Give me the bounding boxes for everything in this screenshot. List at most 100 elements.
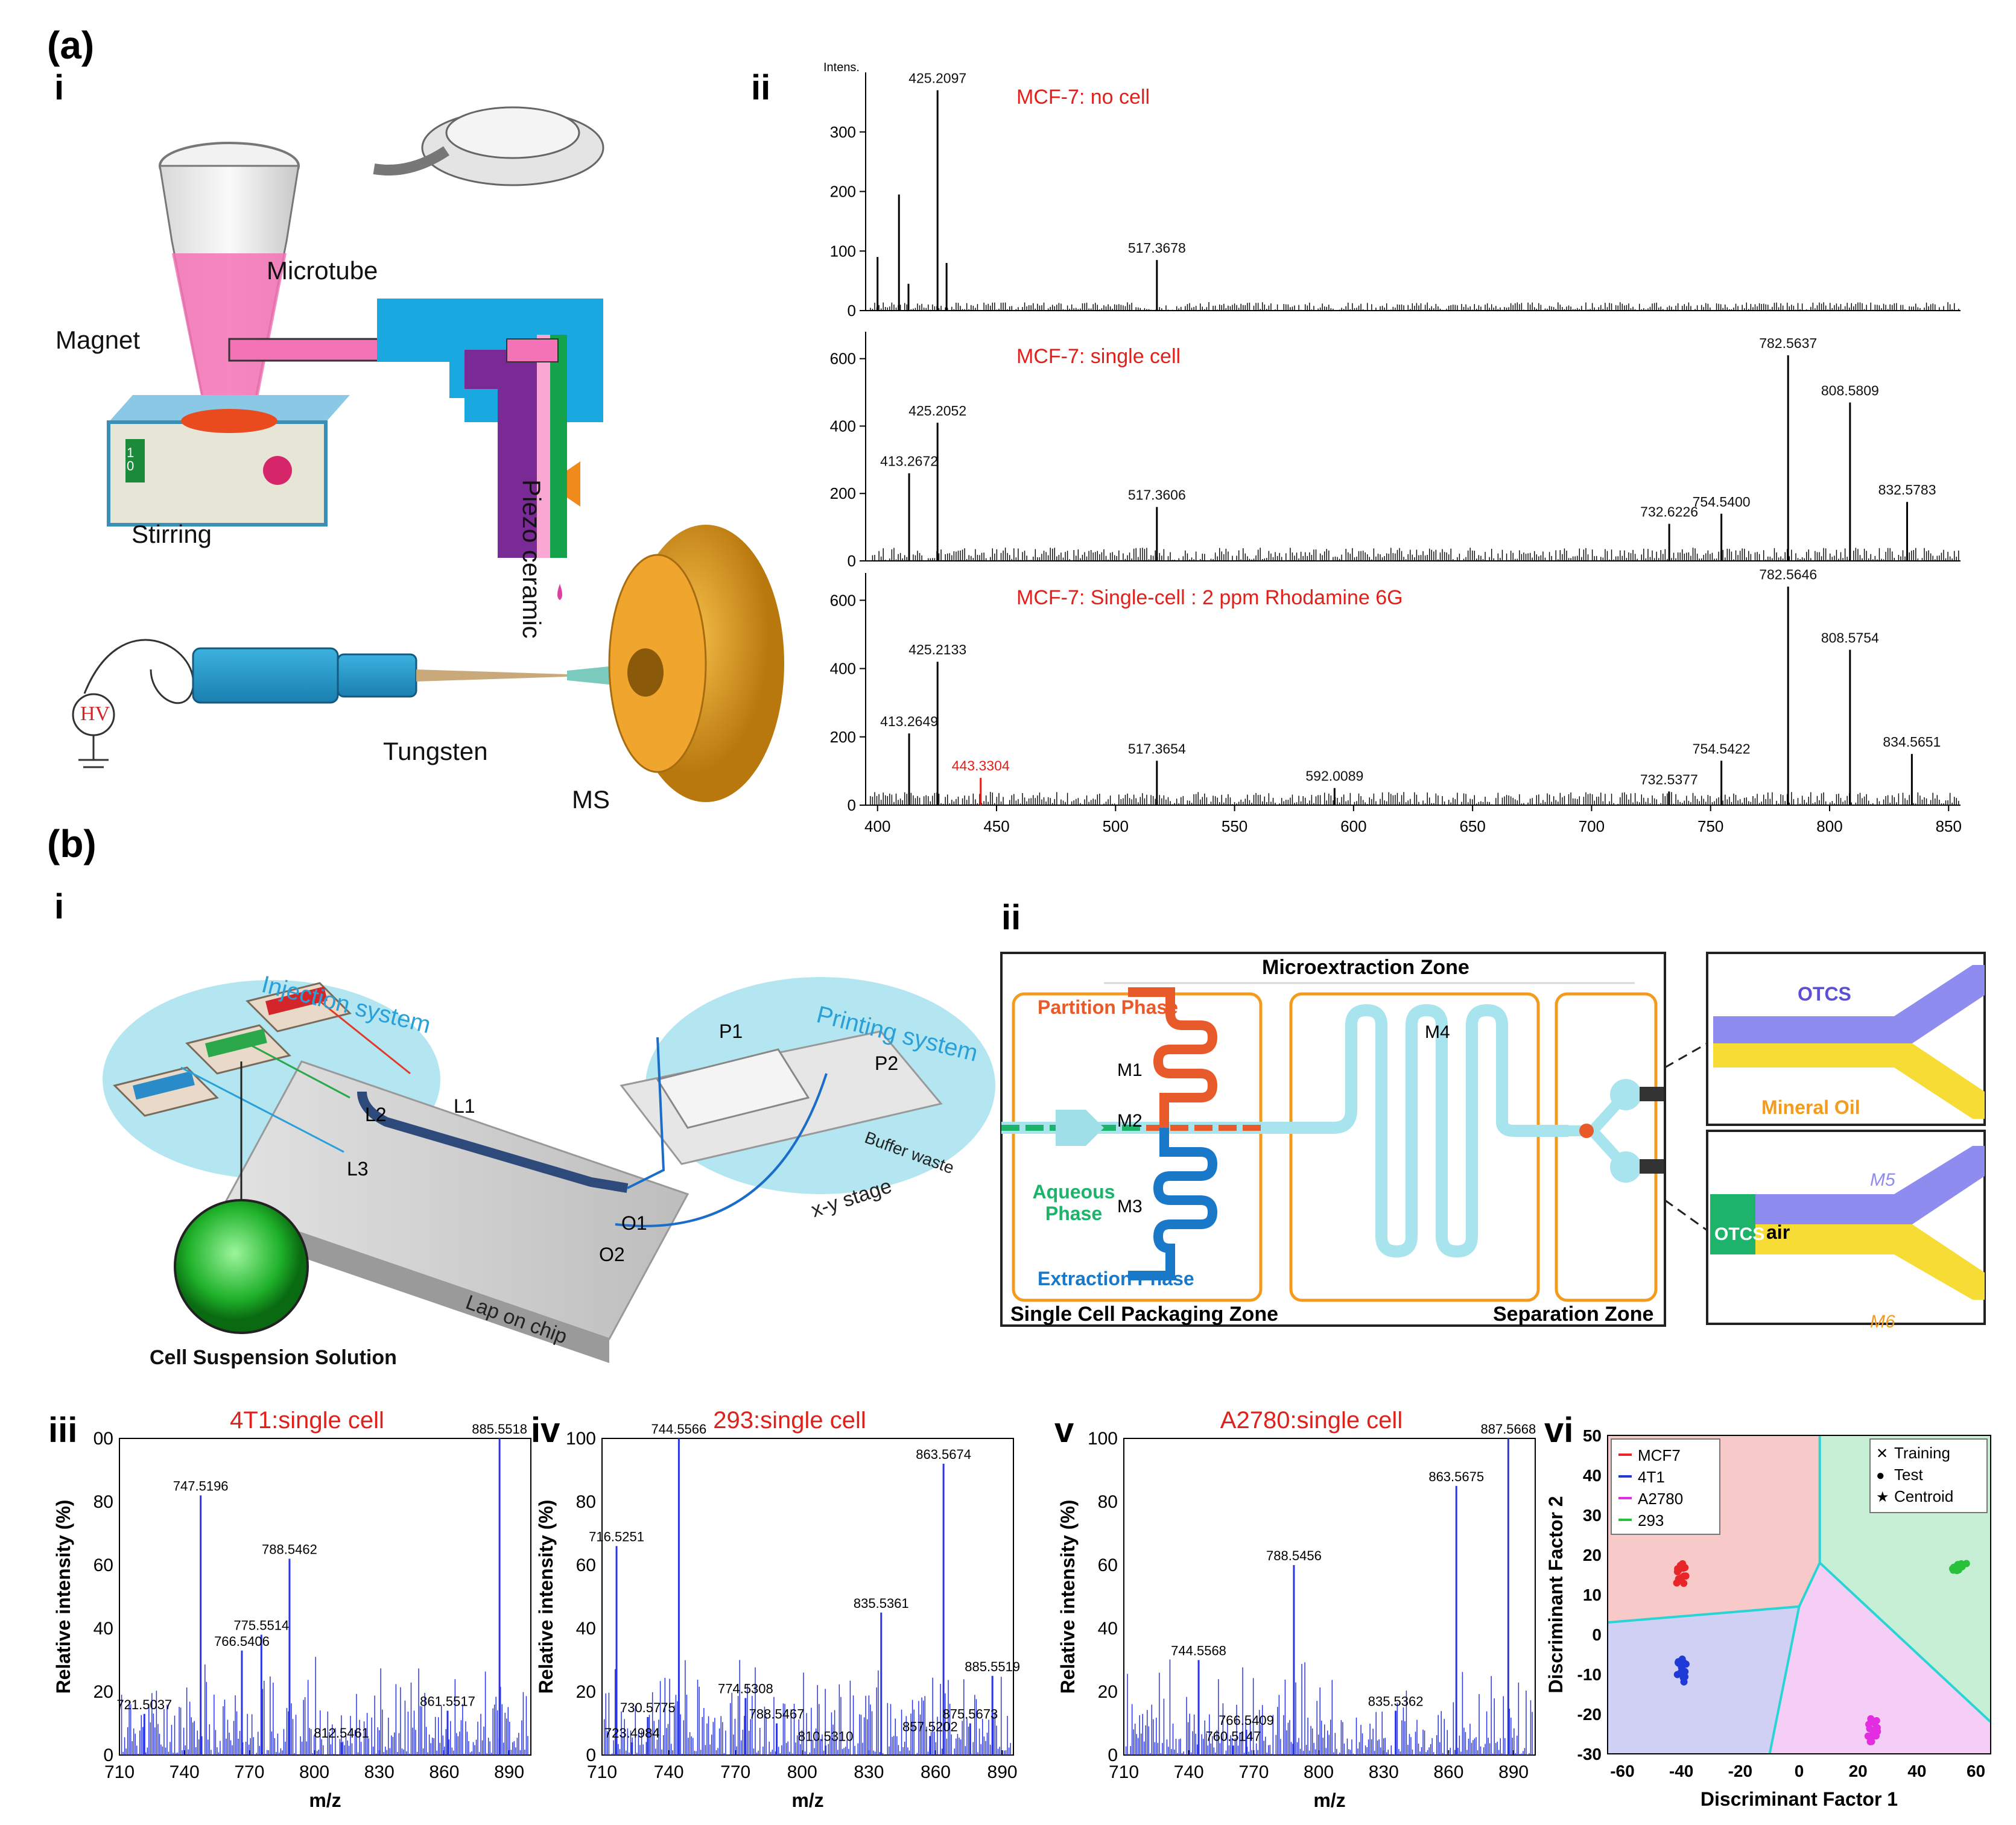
peak-label: 732.5377 [1640,771,1698,787]
l1-label: L1 [454,1095,475,1117]
x-tick-label: -60 [1610,1762,1634,1780]
ms-interface-block [377,299,603,558]
otcs-plug-label: OTCS [1714,1224,1765,1244]
panel-b-iv-label: iv [531,1411,560,1450]
x-tick-label: 770 [234,1762,264,1782]
panel-a-ii-label: ii [751,68,771,107]
o2-label: O2 [599,1244,625,1265]
data-point [1954,1561,1962,1569]
x-tick-label: 770 [720,1762,750,1782]
y-tick-label: 30 [1583,1506,1602,1525]
peak-label: 721.5037 [116,1697,172,1712]
y-tick-label: 00 [94,1429,113,1449]
x-tick-label: 40 [1907,1762,1926,1780]
y-tick-label: 100 [566,1429,596,1449]
extraction-meander [1128,1128,1218,1280]
x-tick-label: 740 [654,1762,684,1782]
chip-edge [223,1206,609,1363]
y-tick-label: 20 [94,1682,113,1702]
x-axis-label: m/z [309,1789,341,1811]
peak-label: 782.5646 [1759,567,1817,583]
microtube-label: Microtube [267,256,378,285]
packaging-label: Single Cell Packaging Zone [1010,1303,1278,1326]
peak-label: 863.5675 [1428,1469,1484,1484]
switch-label: 1 0 [127,445,135,473]
tube-o2-p2 [615,1073,828,1227]
panel-a-i-label: i [54,68,65,107]
syringe-pumps [113,982,352,1117]
legend-label: 293 [1638,1511,1664,1529]
x-tick-label: 60 [1967,1762,1985,1780]
y-tick-label: 0 [1108,1745,1118,1765]
spectrum-title: 4T1:single cell [230,1411,384,1434]
mineral-oil-channel [1713,1043,1985,1119]
microextraction-label: Microextraction Zone [1262,956,1469,979]
data-point [1679,1563,1687,1571]
peak-label: 835.5361 [854,1596,909,1611]
y-tick-label: 40 [1098,1619,1118,1639]
panel-b-i-label: i [54,887,65,926]
partition-label: Partition Phase [1038,996,1178,1018]
peak-label: 887.5668 [1480,1422,1536,1437]
y-tick-label: 600 [830,350,856,368]
l3-label: L3 [347,1158,369,1180]
x-tick-label: 860 [921,1762,951,1782]
peak-label: 885.5519 [965,1659,1020,1674]
ms-label: MS [572,785,610,814]
air-label: air [1766,1221,1790,1243]
x-tick-label: 20 [1849,1762,1868,1780]
decision-boundary [1798,1562,1821,1607]
x-tick-label: 890 [494,1762,524,1782]
data-point [1680,1659,1688,1666]
peak-label: 517.3678 [1128,240,1186,256]
x-tick-label: 830 [364,1762,395,1782]
x-tick-label: 710 [104,1762,135,1782]
y-tick-label: 40 [1583,1466,1602,1485]
legend-label: MCF7 [1638,1446,1681,1464]
legend-label: A2780 [1638,1490,1683,1508]
spectrum-title: A2780:single cell [1220,1411,1403,1434]
y-tick-label: 60 [94,1555,113,1575]
region-a2780 [1769,1563,1991,1754]
data-point [1871,1719,1878,1727]
otcs-label: OTCS [1798,983,1851,1005]
x-tick-label: -20 [1728,1762,1752,1780]
x-axis-label: m/z [791,1789,823,1811]
peak-label: 835.5362 [1368,1694,1424,1709]
spectrum-title: MCF-7: Single-cell : 2 ppm Rhodamine 6G [1016,586,1403,609]
peak-label: 517.3606 [1128,487,1186,503]
y-tick-label: 10 [1583,1586,1602,1604]
y-tick-label: 40 [576,1619,596,1639]
peak-label: 413.2672 [880,454,938,469]
peak-label: 425.2052 [908,403,966,419]
peak-label: 775.5514 [233,1618,289,1633]
chip-diagram [103,977,995,1363]
peak-label: 517.3654 [1128,741,1186,756]
x-tick-label: 400 [864,817,890,835]
peak-label: 788.5456 [1266,1548,1322,1563]
y-axis-label: Relative intensity (%) [52,1500,74,1694]
peak-label: 808.5809 [1821,382,1879,398]
x-tick-label: 600 [1340,817,1366,835]
peak-label: 744.5568 [1171,1643,1226,1659]
mass-spectrometer [608,525,784,802]
marker-legend-label: Training [1894,1444,1950,1462]
marker-legend [1869,1438,1988,1513]
well-plate [656,1048,810,1129]
microfluidic-schematic [1000,952,1986,1327]
extraction-label: Extraction Phase [1038,1268,1194,1289]
otcs-plug [1710,1194,1755,1254]
cell-inlet [1056,1110,1104,1146]
x-tick-label: 710 [1109,1762,1139,1782]
peak-label: 732.6226 [1640,504,1698,520]
plot-frame [1123,1438,1536,1756]
panel-b-vi-label: vi [1544,1411,1574,1450]
marker-legend-label: Test [1894,1466,1923,1484]
y-tick-label: 0 [848,552,856,570]
m2-label: M2 [1117,1111,1143,1131]
peak-label: 443.3304 [952,758,1010,774]
peak-label: 832.5783 [1878,482,1936,498]
x-tick-label: 800 [787,1762,817,1782]
l2-label: L2 [365,1104,387,1125]
